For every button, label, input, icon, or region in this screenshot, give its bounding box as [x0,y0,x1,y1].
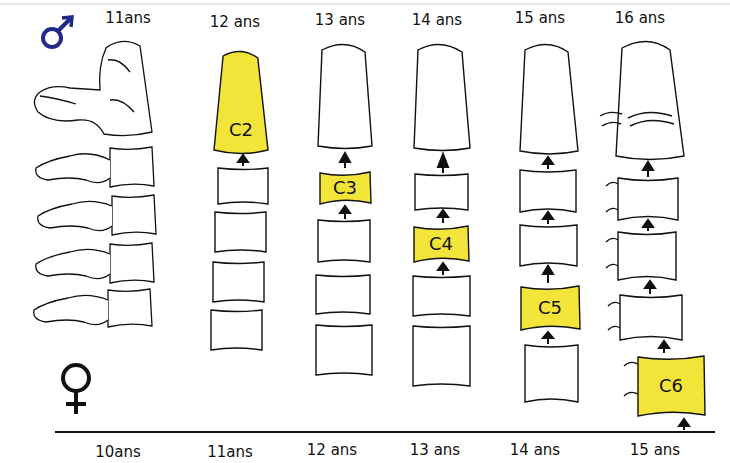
age-label: 11ans [105,9,151,27]
age-label: 10ans [95,443,141,461]
vertebrae-outlines [211,41,684,402]
spine-side-view [34,41,156,327]
highlighted-vertebra: C6 [636,354,706,418]
vertebra-label: C6 [659,375,683,397]
vertebra-fill [214,51,268,153]
vertebra-fill [638,356,705,416]
vertebra-label: C4 [429,233,453,255]
vertebra-label: C2 [229,119,253,141]
vertebra-label: C3 [333,177,357,199]
age-label: 13 ans [315,11,365,29]
vertebra-fill [521,286,580,330]
highlighted-vertebra: C3 [318,170,372,206]
vertebra-shape [213,52,269,156]
growth-arrows [238,153,689,430]
age-label: 12 ans [307,441,357,459]
age-label: 12 ans [210,13,260,31]
vertebra-fill [414,226,469,262]
vertebra-fill [320,172,371,204]
age-label: 15 ans [630,441,680,459]
highlighted-vertebra: C4 [412,224,470,264]
highlighted-vertebra: C2 [213,52,269,156]
baseline [55,431,715,433]
age-label: 13 ans [410,441,460,459]
male-symbol [43,17,72,47]
vertebra-label: C5 [538,297,562,319]
age-label: 15 ans [515,9,565,27]
age-label: 11ans [207,443,253,461]
top-rule [0,4,730,5]
age-label: 16 ans [615,9,665,27]
highlighted-vertebra: C5 [519,284,581,332]
age-label: 14 ans [510,441,560,459]
age-label: 14 ans [412,11,462,29]
female-symbol [63,365,89,414]
